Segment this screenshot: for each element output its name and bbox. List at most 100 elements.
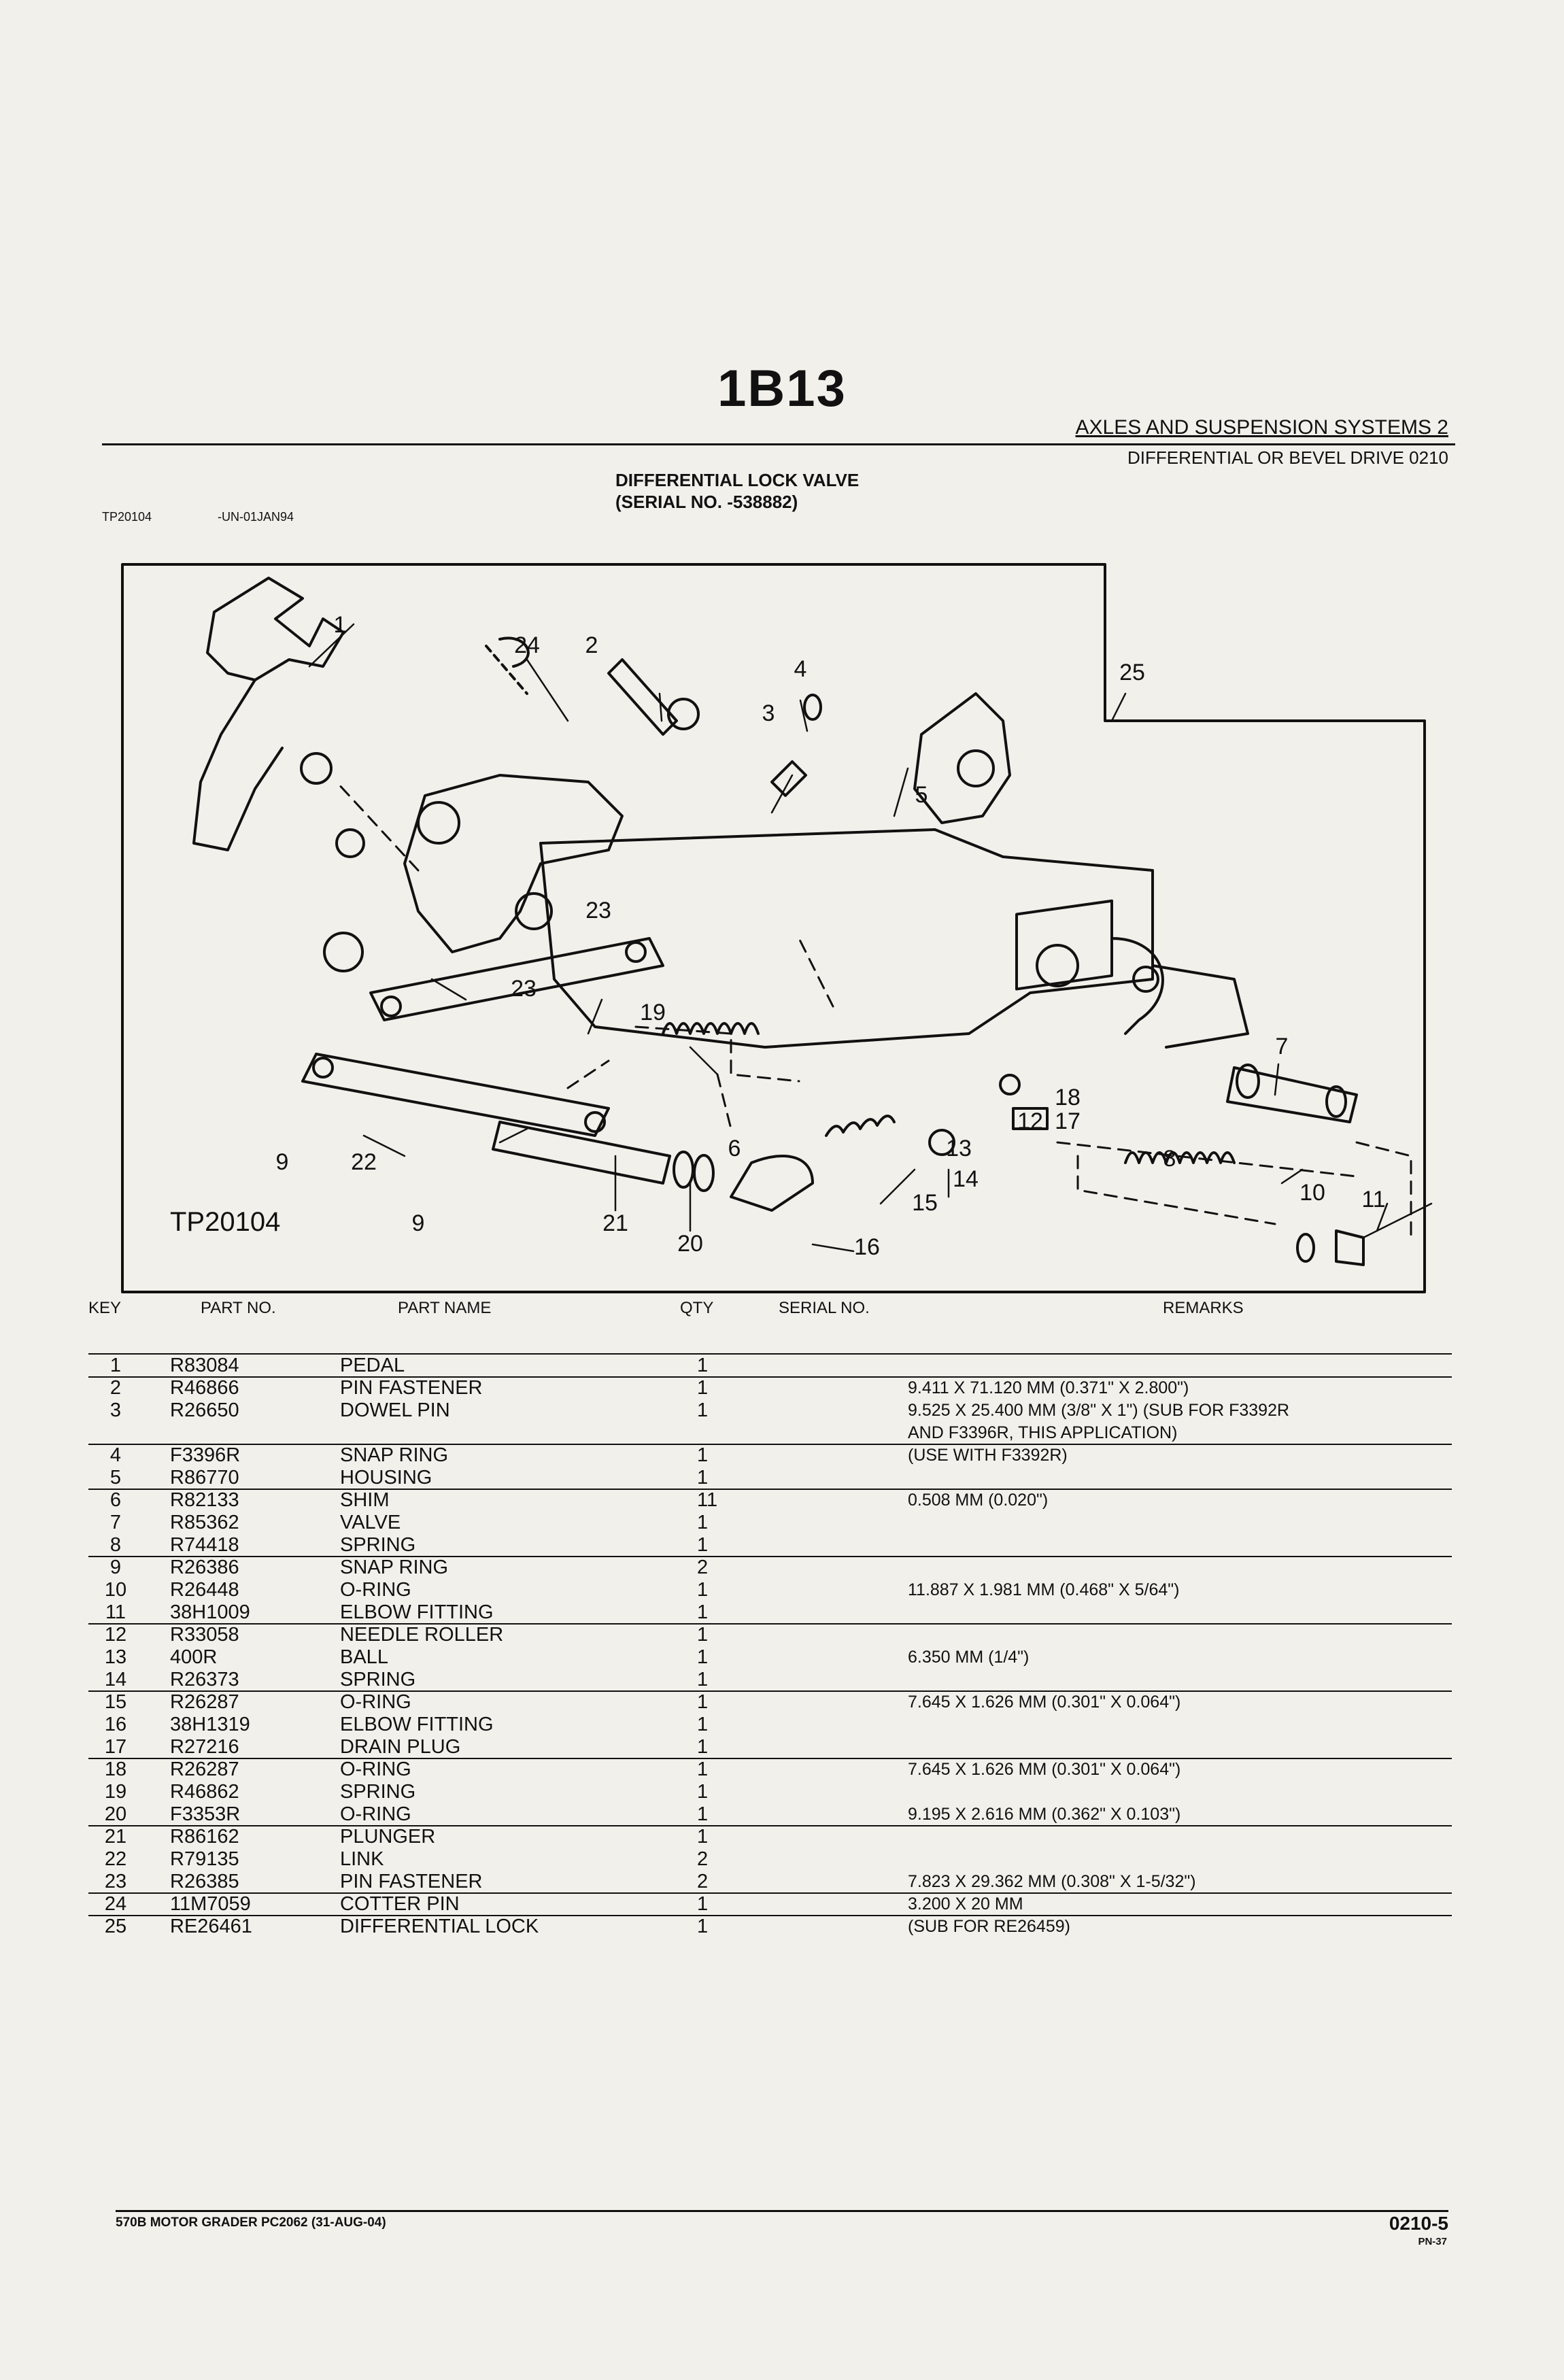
callout-13: 13 [946, 1136, 972, 1161]
row-key: 17 [104, 1736, 127, 1758]
row-qty: 1 [697, 1714, 709, 1735]
row-part-no: RE26461 [170, 1916, 252, 1937]
row-key: 14 [104, 1669, 127, 1690]
row-part-no: R85362 [170, 1512, 239, 1533]
plunger-part [492, 1121, 671, 1185]
row-qty: 1 [697, 1377, 709, 1399]
link-part [369, 937, 664, 1021]
table-rule [88, 1353, 1452, 1355]
row-part-name: O-RING [340, 1803, 411, 1825]
row-part-name: PLUNGER [340, 1826, 436, 1848]
callout-17: 17 [1055, 1108, 1081, 1134]
row-part-no: R74418 [170, 1534, 239, 1556]
callout-23b: 23 [511, 976, 537, 1002]
col-header-serial-no: SERIAL NO. [779, 1299, 870, 1317]
row-qty: 1 [697, 1624, 709, 1646]
table-rule [88, 1690, 1452, 1692]
row-qty: 1 [697, 1399, 709, 1421]
footer-model: 570B MOTOR GRADER PC2062 (31-AUG-04) [116, 2215, 386, 2230]
col-header-part-name: PART NAME [398, 1299, 492, 1317]
row-qty: 1 [697, 1512, 709, 1533]
row-remarks: 0.508 MM (0.020") [908, 1491, 1049, 1510]
callout-18: 18 [1055, 1085, 1081, 1110]
row-part-name: SNAP RING [340, 1444, 449, 1466]
row-part-no: F3396R [170, 1444, 241, 1466]
row-key: 7 [109, 1512, 122, 1533]
row-part-no: R26650 [170, 1399, 239, 1421]
row-part-name: DOWEL PIN [340, 1399, 450, 1421]
spring-8 [1124, 1151, 1236, 1164]
row-part-no: R26448 [170, 1579, 239, 1601]
row-part-no: R46866 [170, 1377, 239, 1399]
row-remarks: 3.200 X 20 MM [908, 1894, 1023, 1914]
row-part-no: 38H1009 [170, 1601, 250, 1623]
row-qty: 1 [697, 1916, 709, 1937]
callout-1: 1 [334, 612, 347, 638]
callout-5: 5 [915, 782, 928, 808]
col-header-key: KEY [88, 1299, 122, 1317]
row-part-no: R82133 [170, 1489, 239, 1511]
row-part-name: SPRING [340, 1781, 416, 1803]
footer-rule [116, 2210, 1448, 2212]
row-part-no: R26385 [170, 1871, 239, 1892]
row-part-no: R26287 [170, 1758, 239, 1780]
callout-2: 2 [585, 632, 598, 658]
row-key: 4 [109, 1444, 122, 1466]
illustration-date: -UN-01JAN94 [218, 510, 294, 524]
housing-part [539, 828, 1154, 1049]
table-rule [88, 1489, 1452, 1490]
row-part-no: R79135 [170, 1848, 239, 1870]
row-part-no: R86770 [170, 1467, 239, 1489]
row-part-name: SHIM [340, 1489, 390, 1511]
row-key: 18 [104, 1758, 127, 1780]
row-part-name: PIN FASTENER [340, 1871, 483, 1892]
row-qty: 1 [697, 1691, 709, 1713]
callout-23a: 23 [585, 898, 611, 923]
row-part-no: R33058 [170, 1624, 239, 1646]
col-header-qty: QTY [680, 1299, 714, 1317]
callout-3: 3 [762, 700, 775, 726]
row-key: 22 [104, 1848, 127, 1870]
row-part-name: PIN FASTENER [340, 1377, 483, 1399]
header-rule [102, 443, 1455, 445]
row-qty: 1 [697, 1646, 709, 1668]
row-qty: 1 [697, 1826, 709, 1848]
row-qty: 1 [697, 1736, 709, 1758]
row-part-name: O-RING [340, 1579, 411, 1601]
callout-14: 14 [953, 1166, 979, 1192]
row-remarks: 9.411 X 71.120 MM (0.371" X 2.800") [908, 1378, 1189, 1397]
row-key: 25 [104, 1916, 127, 1937]
row-remarks: AND F3396R, THIS APPLICATION) [908, 1423, 1178, 1442]
row-remarks: 6.350 MM (1/4") [908, 1648, 1030, 1667]
row-remarks: (SUB FOR RE26459) [908, 1917, 1070, 1936]
row-part-name: ELBOW FITTING [340, 1714, 494, 1735]
page-title: 1B13 [717, 360, 847, 418]
row-qty: 11 [697, 1489, 718, 1511]
table-rule [88, 1556, 1452, 1557]
exploded-parts-diagram: 1 24 2 4 3 5 25 23 23 19 7 18 12 17 8 10… [121, 563, 1433, 1293]
table-row: AND F3396R, THIS APPLICATION) [88, 1422, 1448, 1444]
callout-20: 20 [677, 1231, 703, 1257]
callout-9a: 9 [276, 1149, 289, 1175]
section-title: AXLES AND SUSPENSION SYSTEMS 2 [1075, 416, 1448, 439]
bracket-part [403, 774, 624, 953]
callout-10: 10 [1299, 1180, 1325, 1206]
row-part-no: R86162 [170, 1826, 239, 1848]
table-rule [88, 1825, 1452, 1826]
table-rule [88, 1915, 1452, 1916]
callout-9b: 9 [412, 1210, 425, 1236]
row-remarks: 7.645 X 1.626 MM (0.301" X 0.064") [908, 1760, 1181, 1779]
row-qty: 1 [697, 1781, 709, 1803]
link-part-2 [301, 1053, 610, 1137]
row-qty: 1 [697, 1803, 709, 1825]
